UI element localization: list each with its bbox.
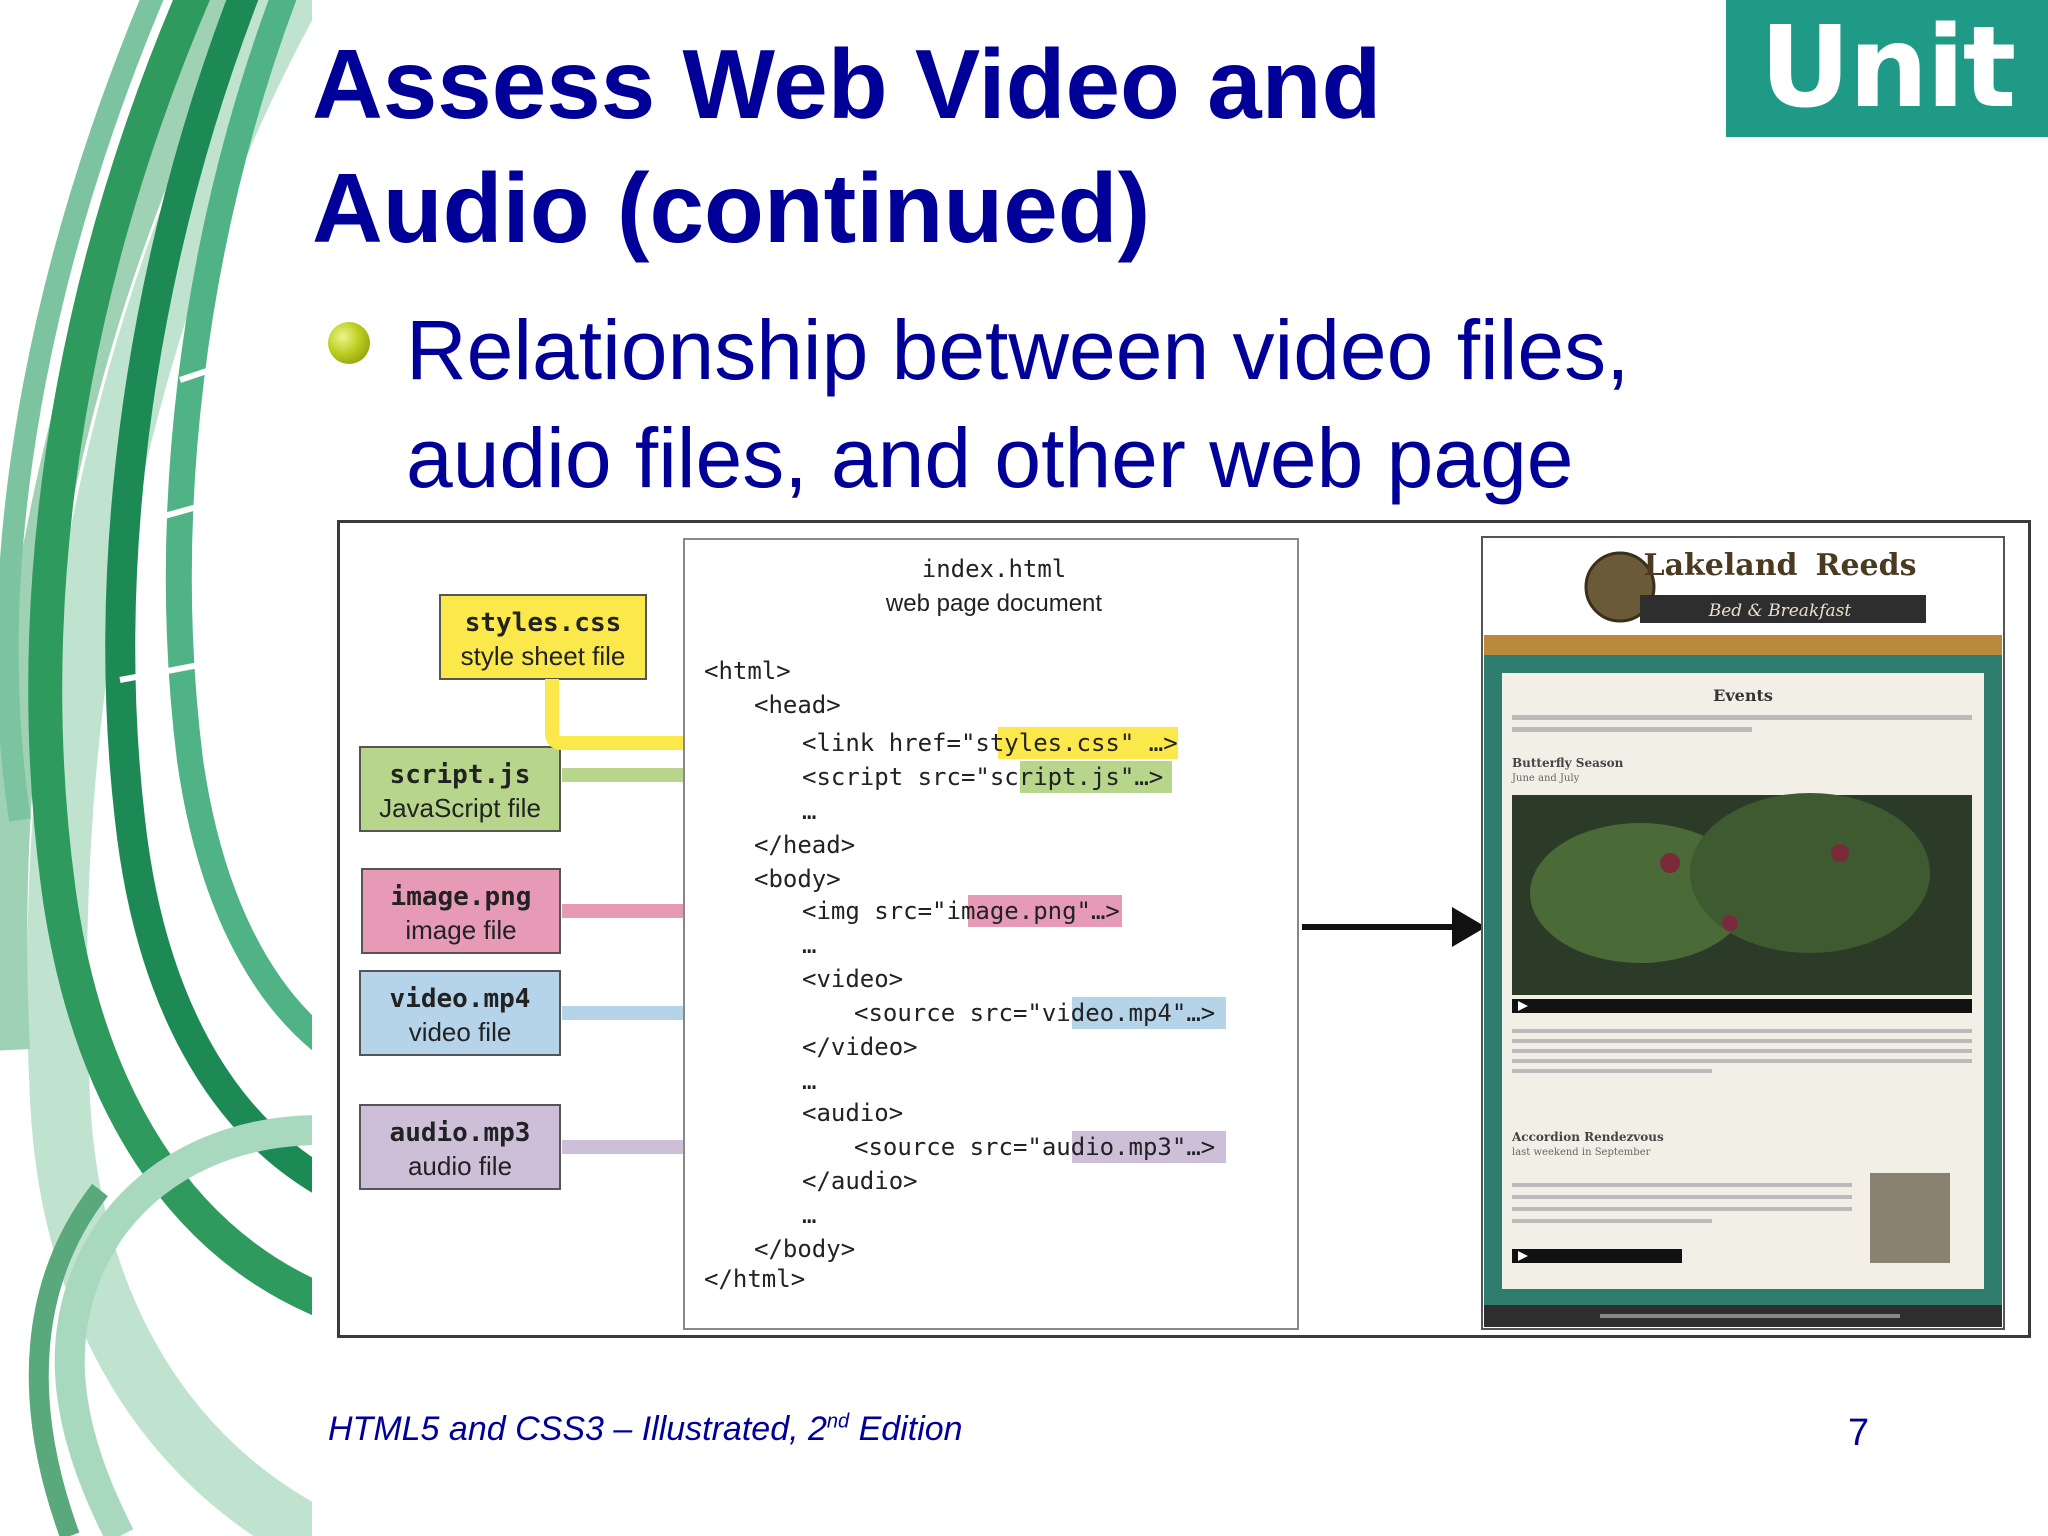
text-placeholder bbox=[1512, 1059, 1972, 1063]
text-placeholder bbox=[1512, 1207, 1852, 1211]
video-flower bbox=[1722, 915, 1738, 931]
file-box-image: image.png image file bbox=[361, 868, 561, 954]
code-line: </html> bbox=[704, 1265, 805, 1293]
bullet-line-2: audio files, and other web page bbox=[406, 411, 1574, 505]
title-line-1: Assess Web Video and bbox=[312, 29, 1382, 139]
file-name-video: video.mp4 bbox=[390, 984, 531, 1014]
text-placeholder bbox=[1600, 1314, 1900, 1318]
video-foliage bbox=[1690, 793, 1930, 953]
site-nav bbox=[1484, 635, 2002, 655]
site-tagline: Bed & Breakfast bbox=[1708, 601, 1852, 621]
decorative-ribbons bbox=[0, 0, 312, 1536]
code-line: … bbox=[802, 1067, 816, 1095]
text-placeholder bbox=[1512, 727, 1752, 732]
code-line: <link href="styles.css" …> bbox=[802, 729, 1178, 757]
file-desc-video: video file bbox=[409, 1017, 512, 1047]
bullet-icon bbox=[328, 322, 370, 364]
accordion-image bbox=[1870, 1173, 1950, 1263]
file-name-image: image.png bbox=[391, 882, 532, 912]
file-box-audio: audio.mp3 audio file bbox=[359, 1104, 561, 1190]
bullet-text: Relationship between video files, audio … bbox=[406, 296, 1826, 512]
code-line: <audio> bbox=[802, 1099, 903, 1127]
audio-controls bbox=[1512, 1249, 1682, 1263]
page-number: 7 bbox=[1848, 1412, 1870, 1454]
highlight-script bbox=[1020, 761, 1172, 793]
site-sub2-date: last weekend in September bbox=[1512, 1147, 1651, 1158]
code-line: </audio> bbox=[802, 1167, 918, 1195]
code-line: … bbox=[802, 931, 816, 959]
code-line: <img src="image.png"…> bbox=[802, 897, 1120, 925]
logo-banner bbox=[1640, 595, 1926, 623]
file-name-styles: styles.css bbox=[465, 608, 622, 638]
file-desc-styles: style sheet file bbox=[461, 641, 626, 671]
site-sub2: Accordion Rendezvous bbox=[1511, 1130, 1664, 1144]
play-icon bbox=[1518, 1001, 1528, 1011]
code-line: … bbox=[802, 797, 816, 825]
file-name-script: script.js bbox=[390, 760, 531, 790]
code-line: <source src="video.mp4"…> bbox=[854, 999, 1215, 1027]
title-line-2: Audio (continued) bbox=[312, 153, 1151, 263]
highlight-video bbox=[1072, 997, 1226, 1029]
video-flower bbox=[1660, 853, 1680, 873]
doc-subtitle: web page document bbox=[885, 590, 1102, 617]
file-box-script: script.js JavaScript file bbox=[359, 746, 561, 832]
doc-filename: index.html bbox=[922, 555, 1067, 583]
file-desc-script: JavaScript file bbox=[379, 793, 541, 823]
highlight-image bbox=[968, 895, 1122, 927]
file-box-video: video.mp4 video file bbox=[359, 970, 561, 1056]
site-heading: Events bbox=[1713, 686, 1773, 705]
text-placeholder bbox=[1512, 715, 1972, 720]
highlight-styles bbox=[998, 727, 1178, 759]
code-line: <head> bbox=[754, 691, 841, 719]
site-sub1-date: June and July bbox=[1511, 773, 1580, 784]
logo-icon bbox=[1584, 551, 1656, 623]
slide-title: Assess Web Video and Audio (continued) bbox=[312, 22, 1692, 270]
code-line: </body> bbox=[754, 1235, 855, 1263]
play-icon bbox=[1518, 1251, 1528, 1261]
render-arrow-head bbox=[1452, 907, 1486, 947]
file-desc-image: image file bbox=[405, 915, 516, 945]
code-line: <video> bbox=[802, 965, 903, 993]
file-desc-audio: audio file bbox=[408, 1151, 512, 1181]
footer-book-title: HTML5 and CSS3 – Illustrated, 2nd Editio… bbox=[328, 1410, 963, 1448]
text-placeholder bbox=[1512, 1039, 1972, 1043]
code-line: </head> bbox=[754, 831, 855, 859]
code-line: </video> bbox=[802, 1033, 918, 1061]
code-line: <source src="audio.mp3"…> bbox=[854, 1133, 1215, 1161]
text-placeholder bbox=[1512, 1195, 1852, 1199]
text-placeholder bbox=[1512, 1219, 1712, 1223]
doc-code: <html> <head> <link href="styles.css" …>… bbox=[704, 657, 1215, 1293]
doc-panel bbox=[683, 538, 1299, 1330]
video-flower bbox=[1831, 844, 1849, 862]
site-sub1: Butterfly Season bbox=[1512, 756, 1624, 770]
text-placeholder bbox=[1512, 1069, 1712, 1073]
text-placeholder bbox=[1512, 1029, 1972, 1033]
code-line: <body> bbox=[754, 865, 841, 893]
code-line: <script src="script.js"…> bbox=[802, 763, 1163, 791]
unit-badge: Unit L bbox=[1726, 0, 2048, 270]
relationship-diagram: styles.css style sheet file script.js Ja… bbox=[359, 536, 2005, 1330]
text-placeholder bbox=[1512, 1183, 1852, 1187]
code-line: … bbox=[802, 1201, 816, 1229]
file-name-audio: audio.mp3 bbox=[390, 1118, 531, 1148]
file-box-styles: styles.css style sheet file bbox=[439, 594, 647, 680]
highlight-audio bbox=[1072, 1131, 1226, 1163]
text-placeholder bbox=[1512, 1049, 1972, 1053]
code-line: <html> bbox=[704, 657, 791, 685]
relationship-figure: styles.css style sheet file script.js Ja… bbox=[337, 520, 2031, 1338]
video-controls bbox=[1512, 999, 1972, 1013]
arrow-styles bbox=[545, 679, 770, 750]
bullet-line-1: Relationship between video files, bbox=[406, 303, 1630, 397]
